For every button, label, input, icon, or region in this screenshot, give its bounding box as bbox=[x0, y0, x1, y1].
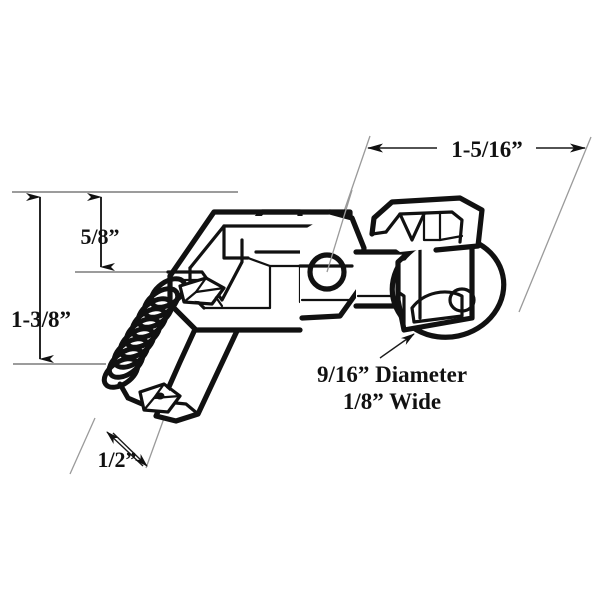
dim-label-height-overall: 1-3/8” bbox=[11, 307, 71, 332]
ext-line-width-right bbox=[518, 136, 592, 313]
bracket-inner-outline bbox=[384, 210, 464, 244]
bracket-v-detail bbox=[398, 212, 426, 242]
dim-label-height-upper: 5/8” bbox=[80, 224, 119, 249]
spring-tail bbox=[117, 381, 145, 407]
spring-anchor-block-upper bbox=[178, 276, 226, 306]
ext-line-depth-left bbox=[69, 417, 96, 475]
anchor-upper-edge bbox=[194, 286, 226, 294]
roller-hub-foot bbox=[396, 290, 406, 332]
bracket-tooth bbox=[422, 210, 442, 242]
spring-anchor-block-lower bbox=[138, 382, 182, 414]
pivot-hole bbox=[307, 252, 347, 292]
callout-roller-width: 1/8” Wide bbox=[343, 389, 441, 414]
roller-detail-pocket bbox=[410, 290, 464, 324]
housing-inner-pocket bbox=[202, 256, 272, 310]
anchor-lower-hole bbox=[155, 392, 165, 400]
anchor-upper-outline bbox=[178, 276, 226, 306]
dim-label-depth-base: 1/2” bbox=[97, 447, 136, 472]
v-notch-outline bbox=[166, 238, 244, 302]
anchor-lower-outline bbox=[138, 382, 182, 414]
dim-line-depth-lower bbox=[112, 432, 148, 467]
roller-detail-hole bbox=[448, 287, 476, 313]
callout-roller-diameter: 9/16” Diameter bbox=[317, 362, 467, 387]
leader-line-roller bbox=[379, 333, 415, 359]
bracket-outline bbox=[369, 195, 485, 253]
dimension-lines bbox=[26, 143, 586, 467]
dim-label-width-overall: 1-5/16” bbox=[451, 137, 523, 162]
coil-spring bbox=[101, 276, 188, 407]
bracket-left-edge bbox=[370, 230, 388, 236]
extension-lines bbox=[12, 135, 592, 475]
bracket-ledge bbox=[438, 234, 464, 242]
housing-inner-rib bbox=[222, 224, 250, 260]
roller-wheel bbox=[389, 234, 507, 340]
bracket-tab bbox=[369, 195, 485, 253]
pivot-leader bbox=[326, 189, 353, 273]
